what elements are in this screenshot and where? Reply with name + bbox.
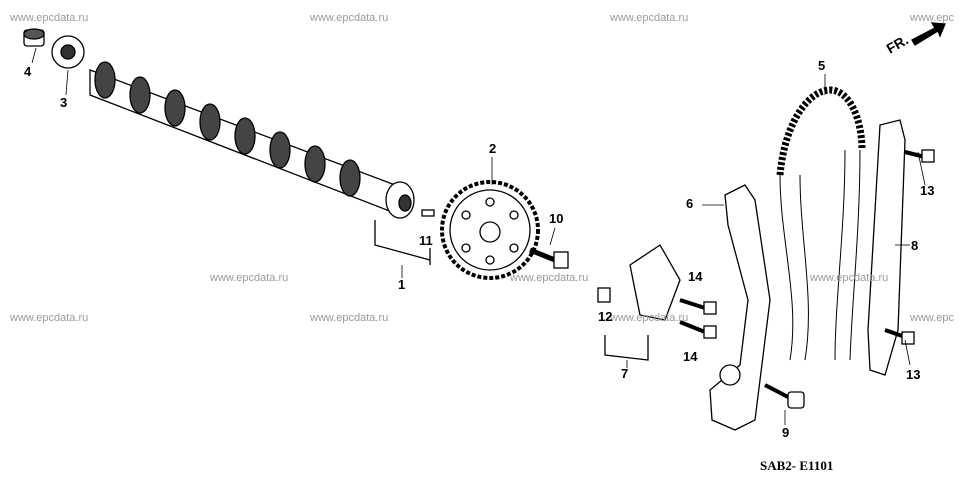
part-2-sprocket[interactable] — [440, 180, 540, 280]
part-label-14[interactable]: 14 — [683, 349, 698, 364]
part-4-bolt[interactable] — [23, 28, 45, 47]
watermark-partial: www.epc — [910, 12, 955, 24]
part-label-2[interactable]: 2 — [489, 141, 497, 156]
part-14-bolt-2[interactable] — [679, 320, 717, 339]
part-10-bolt[interactable] — [529, 247, 569, 269]
part-label-8[interactable]: 8 — [911, 238, 919, 253]
watermark: www.epcdata.ru — [210, 272, 289, 284]
watermark: www.epcdata.ru — [810, 272, 889, 284]
front-arrow-icon — [911, 22, 946, 46]
watermark-partial: www.epc — [910, 312, 955, 324]
part-9-bolt[interactable] — [764, 383, 805, 409]
part-7-tensioner[interactable] — [597, 244, 681, 361]
part-1-camshaft[interactable] — [89, 61, 431, 265]
part-label-7[interactable]: 7 — [621, 366, 629, 381]
watermark: www.epcdata.ru — [310, 12, 389, 24]
part-11-pin[interactable] — [421, 209, 435, 217]
part-label-5[interactable]: 5 — [818, 58, 826, 73]
watermark: www.epcdata.ru — [10, 312, 89, 324]
part-14-bolt[interactable] — [679, 298, 717, 315]
part-label-6[interactable]: 6 — [686, 196, 694, 211]
diagram-code: SAB2- E1101 — [760, 458, 834, 473]
part-label-13[interactable]: 13 — [906, 367, 921, 382]
part-13-bolt[interactable] — [904, 149, 935, 163]
part-5-chain[interactable] — [776, 86, 866, 361]
part-label-1[interactable]: 1 — [398, 277, 406, 292]
part-label-9[interactable]: 9 — [782, 425, 790, 440]
part-label-3[interactable]: 3 — [60, 95, 68, 110]
watermark: www.epcdata.ru — [610, 12, 689, 24]
part-label-12[interactable]: 12 — [598, 309, 613, 324]
watermark: www.epcdata.ru — [10, 12, 89, 24]
part-label-11[interactable]: 11 — [419, 233, 433, 248]
watermark: www.epcdata.ru — [610, 312, 689, 324]
part-label-4[interactable]: 4 — [24, 64, 32, 79]
part-label-13[interactable]: 13 — [920, 183, 935, 198]
part-label-14[interactable]: 14 — [688, 269, 703, 284]
watermark: www.epcdata.ru — [310, 312, 389, 324]
part-6-tensioner-arm[interactable] — [709, 184, 771, 431]
watermark: www.epcdata.ru — [510, 272, 589, 284]
leader-lines — [31, 47, 926, 425]
part-3-plate[interactable] — [51, 35, 85, 69]
part-8-chain-guide[interactable] — [867, 119, 906, 376]
part-label-10[interactable]: 10 — [549, 211, 564, 226]
